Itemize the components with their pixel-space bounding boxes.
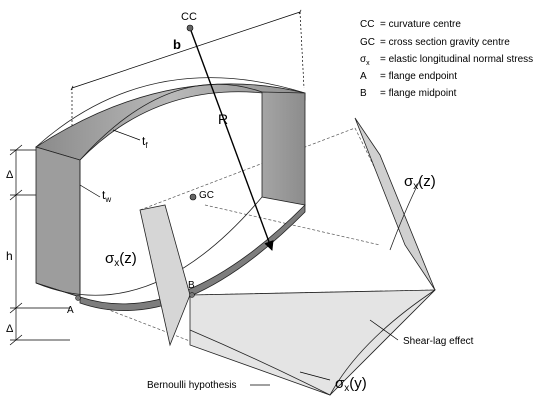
curved-box-girder [35,77,306,311]
delta-bottom-label: Δ [6,323,14,335]
leader-lines [79,129,399,386]
delta-top-label: Δ [6,169,14,181]
stress-right-z [354,117,436,291]
legend-key-cc: CC [360,19,374,30]
r-label: R [218,111,228,127]
sigma-right-label: σx(z) [404,173,436,192]
legend-desc-sigma: = elastic longitudinal normal stress [380,54,533,65]
sigma-left-label: σx(z) [105,250,137,269]
left-web [35,146,81,298]
point-a-label: A [67,305,74,316]
stress-left-z [139,204,191,347]
legend-key-b: B [360,88,367,99]
legend-key-gc: GC [360,37,375,48]
h-label: h [6,249,13,263]
legend-key-a: A [360,71,367,82]
tf-label: tf [142,134,148,150]
cc-label: CC [181,11,197,23]
radius-arrow [186,24,274,251]
b-label: b [173,37,181,52]
point-b-label: B [188,280,195,291]
legend-key-sigma: σx [360,54,370,67]
legend-desc-b: = flange midpoint [380,88,457,99]
legend: CC = curvature centre GC = cross section… [360,19,533,99]
legend-desc-a: = flange endpoint [380,71,457,82]
point-a-marker [75,295,81,301]
gc-point [189,193,197,201]
bottom-flange [79,204,306,311]
tw-label: tw [102,188,111,204]
right-web [261,91,306,206]
point-b-marker [189,292,195,298]
legend-desc-cc: = curvature centre [380,19,461,30]
gc-label: GC [199,190,214,201]
sigma-bottom-label: σx(y) [335,375,367,394]
shear-lag-label: Shear-lag effect [403,336,474,347]
bernoulli-label: Bernoulli hypothesis [147,380,237,391]
cc-point [186,24,194,32]
b-dimension [70,9,305,158]
shear-lag-curve [189,289,436,396]
legend-desc-gc: = cross section gravity centre [380,37,510,48]
